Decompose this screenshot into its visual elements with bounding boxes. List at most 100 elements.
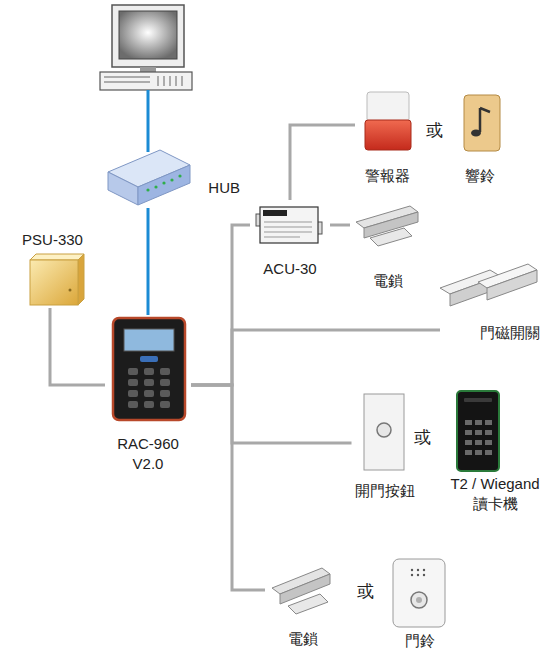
computer-icon-part-part xyxy=(182,76,183,86)
card-reader-icon-part xyxy=(465,420,492,455)
controller-icon-part-part xyxy=(144,390,154,397)
exit-button-icon xyxy=(364,394,404,470)
hub-icon-part xyxy=(170,178,173,181)
computer-icon-part-part xyxy=(170,76,171,86)
device-node: 門鈴 xyxy=(385,555,455,650)
card-reader-icon-part-part xyxy=(465,420,472,425)
computer-icon-part xyxy=(119,11,177,59)
exit-button-icon-part xyxy=(364,394,404,470)
acu-module-icon-part-part xyxy=(264,237,300,238)
computer-icon-part-part xyxy=(176,76,177,86)
doorbell-icon xyxy=(393,559,445,627)
door-contact-icon xyxy=(440,264,537,306)
doorbell-icon-part xyxy=(411,592,427,608)
computer-icon-part-part xyxy=(104,77,150,78)
card-reader-icon-part-part xyxy=(475,420,482,425)
acu-module-icon-part xyxy=(263,210,287,216)
or-label: 或 xyxy=(357,580,374,603)
acu-module-icon-part-part xyxy=(264,222,312,223)
controller-icon-part xyxy=(124,329,174,351)
card-reader-icon-part-part xyxy=(475,450,482,455)
controller-icon-part-part xyxy=(160,401,170,408)
controller-icon-part xyxy=(140,356,158,362)
connector xyxy=(191,385,352,443)
device-label: 警報器 xyxy=(365,166,410,186)
acu-module-icon-part-part xyxy=(264,232,312,233)
connector xyxy=(290,125,355,200)
device-node: 門磁開關 xyxy=(440,260,540,342)
computer-icon xyxy=(100,5,192,90)
card-reader-icon-part-part xyxy=(485,420,492,425)
card-reader-icon-part-part xyxy=(485,430,492,435)
doorbell-icon-part-part xyxy=(411,574,413,576)
hub-icon-part xyxy=(178,174,181,177)
controller-icon xyxy=(113,318,185,420)
device-node: 開門按鈕 xyxy=(352,390,418,500)
device-node: RAC-960 V2.0 xyxy=(105,315,191,473)
device-label: 電鎖 xyxy=(288,629,318,649)
or-label: 或 xyxy=(426,119,443,142)
or-label: 或 xyxy=(414,426,431,449)
power-supply-icon-part xyxy=(78,254,84,305)
electric-lock-icon-part xyxy=(288,594,328,614)
card-reader-icon-part-part xyxy=(465,450,472,455)
exit-button-icon-part xyxy=(377,423,391,437)
acu-module-icon-part-part xyxy=(264,227,312,228)
computer-icon-part-part xyxy=(158,76,159,86)
bell-icon-part xyxy=(464,95,500,151)
controller-icon-part-part xyxy=(128,401,138,408)
device-node: 電鎖 xyxy=(265,560,340,648)
siren-icon-part xyxy=(367,92,409,122)
controller-icon-part xyxy=(113,318,185,420)
card-reader-icon-part-part xyxy=(475,440,482,445)
computer-icon-part xyxy=(140,67,156,72)
controller-icon-part-part xyxy=(128,368,138,375)
device-label: ACU-30 xyxy=(263,259,316,279)
hub-icon-part xyxy=(154,185,157,188)
power-supply-icon-part xyxy=(69,289,72,292)
device-node: 響鈴 xyxy=(450,88,510,185)
device-node: PSU-330 xyxy=(15,230,90,308)
card-reader-icon-part-part xyxy=(485,440,492,445)
device-label: T2 / Wiegand 讀卡機 xyxy=(445,474,545,513)
card-reader-icon-part xyxy=(457,391,499,471)
device-label: 電鎖 xyxy=(373,271,403,291)
doorbell-icon-part-part xyxy=(411,569,413,571)
doorbell-icon-part xyxy=(393,559,445,627)
card-reader-icon-part xyxy=(464,398,492,402)
card-reader-icon-part-part xyxy=(465,430,472,435)
connector xyxy=(191,385,265,590)
doorbell-icon-part-part xyxy=(423,574,425,576)
controller-icon-part-part xyxy=(160,390,170,397)
siren-icon-part xyxy=(365,120,411,150)
controller-icon-part-part xyxy=(160,379,170,386)
bell-icon xyxy=(464,95,500,151)
network-wire xyxy=(147,90,150,152)
device-label: 開門按鈕 xyxy=(355,481,415,501)
connector xyxy=(147,208,150,315)
doorbell-icon-part-part xyxy=(417,569,419,571)
door-contact-icon-part xyxy=(487,270,537,300)
acu-module-icon-part xyxy=(264,222,312,237)
computer-icon-part-part xyxy=(104,82,150,83)
device-node: 警報器 xyxy=(355,85,420,185)
card-reader-icon-part-part xyxy=(475,430,482,435)
computer-icon-part xyxy=(104,76,182,86)
device-label: 門磁開關 xyxy=(480,323,540,343)
hub-icon-part xyxy=(162,181,165,184)
device-node: HUB xyxy=(105,150,240,208)
acu-module-icon-part xyxy=(260,207,318,243)
card-reader-icon-part-part xyxy=(465,440,472,445)
device-label: 響鈴 xyxy=(465,166,495,186)
computer-icon-part xyxy=(100,72,192,90)
controller-icon-part-part xyxy=(128,379,138,386)
power-supply-icon xyxy=(30,254,84,305)
device-label: RAC-960 V2.0 xyxy=(112,434,184,473)
connector xyxy=(191,225,250,385)
computer-icon-part xyxy=(112,5,184,67)
card-reader-icon xyxy=(457,391,499,471)
connector xyxy=(191,330,440,385)
acu-module-icon xyxy=(256,207,322,243)
